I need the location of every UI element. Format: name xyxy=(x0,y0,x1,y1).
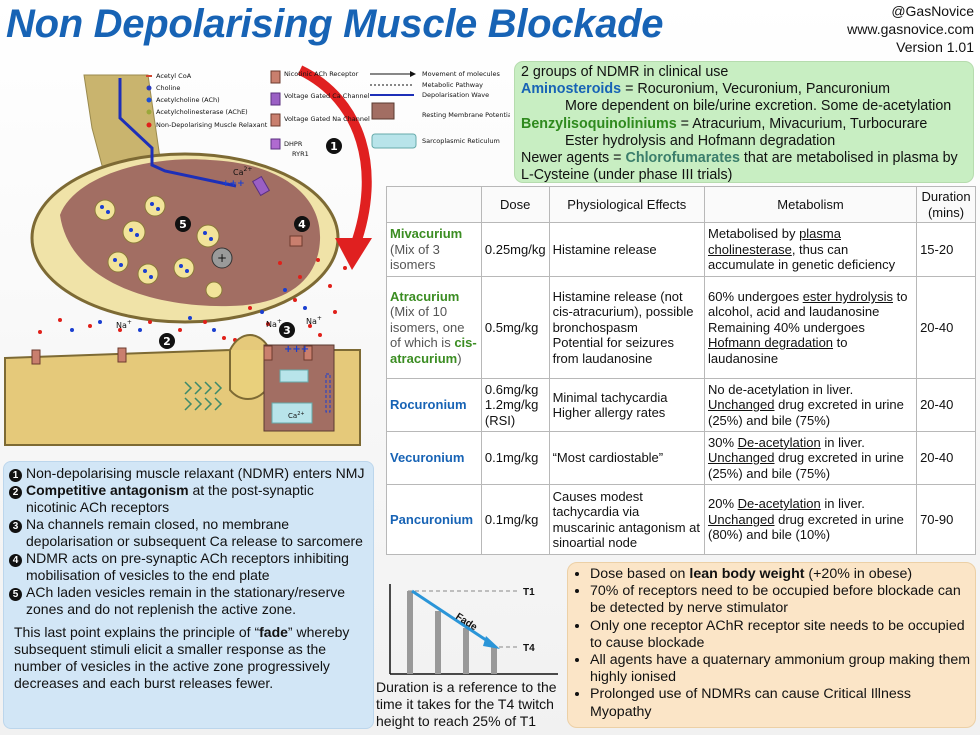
synaptic-vesicles xyxy=(94,195,233,299)
svg-text:DHPR: DHPR xyxy=(284,140,303,148)
ndmr-entry-arrow xyxy=(297,65,372,248)
drug-name: Vecuronium xyxy=(390,450,465,466)
svg-text:RYR1: RYR1 xyxy=(292,150,309,158)
drug-name: Pancuronium xyxy=(390,511,474,527)
svg-text:2: 2 xyxy=(163,335,171,348)
header-metabolism: Metabolism xyxy=(703,186,918,223)
marker-2 xyxy=(159,333,175,349)
list-item: Dose based on lean body weight (+20% in … xyxy=(590,566,971,583)
svg-text:+++: +++ xyxy=(284,344,309,355)
svg-text:3: 3 xyxy=(283,324,291,337)
svg-text:1: 1 xyxy=(330,140,338,153)
table-row: Pancuronium 0.1mg/kg Causes modest tachy… xyxy=(386,484,976,555)
graph-caption: Duration is a reference to the time it t… xyxy=(376,679,557,729)
svg-text:Sarcoplasmic Reticulum: Sarcoplasmic Reticulum xyxy=(422,137,500,145)
axon-conduction-line xyxy=(118,78,237,188)
table-row: Mivacurium(Mix of 3 isomers 0.25mg/kg Hi… xyxy=(386,222,976,277)
sarcoplasmic-reticulum xyxy=(271,402,313,424)
benzylisoquinoliniums-term: Benzylisoquinoliniums xyxy=(521,115,677,132)
svg-text:Resting Membrane Potential: Resting Membrane Potential xyxy=(422,111,510,119)
t4-label: T4 xyxy=(523,643,535,654)
aminosteroids-term: Aminosteroids xyxy=(521,81,622,98)
table-row: Atracurium(Mix of 10 isomers, one of whi… xyxy=(386,276,976,379)
svg-text:Depolarisation Wave: Depolarisation Wave xyxy=(422,91,489,99)
header-effects: Physiological Effects xyxy=(548,186,706,223)
version-label: Version 1.01 xyxy=(896,39,974,55)
marker-3 xyxy=(279,322,295,338)
list-item: 70% of receptors need to be occupied bef… xyxy=(590,583,971,617)
header-duration: Duration (mins) xyxy=(916,186,976,223)
drug-name: Atracurium xyxy=(390,288,460,304)
nmj-diagram: + Ca2+ +++ Na+ Na+ Na+ Ca2+ +++ 1 2 3 4 … xyxy=(4,65,510,446)
chlorofumarates-term: Chlorofumarates xyxy=(625,150,740,167)
list-item: All agents have a quaternary ammonium gr… xyxy=(590,652,971,686)
ndmr-molecules xyxy=(38,258,347,342)
svg-text:Na+: Na+ xyxy=(266,318,282,329)
table-row: Vecuronium 0.1mg/kg “Most cardiostable” … xyxy=(386,431,976,485)
groups-intro: 2 groups of NDMR in clinical use xyxy=(521,64,729,80)
key-points-box: Dose based on lean body weight (+20% in … xyxy=(567,562,976,728)
table-header-row: Dose Physiological Effects Metabolism Du… xyxy=(386,186,976,223)
ndmr-groups-box: 2 groups of NDMR in clinical use Aminost… xyxy=(514,61,974,183)
fade-graph: Fade T1 T4 xyxy=(389,584,558,675)
svg-text:Choline: Choline xyxy=(156,84,180,92)
svg-text:Voltage Gated Ca Channel: Voltage Gated Ca Channel xyxy=(284,92,370,100)
svg-text:4: 4 xyxy=(298,218,306,231)
twitter-handle: @GasNovice xyxy=(891,3,974,19)
page-title: Non Depolarising Muscle Blockade xyxy=(6,2,664,46)
drug-name: Mivacurium xyxy=(390,226,463,242)
t1-label: T1 xyxy=(523,587,535,598)
list-item: Only one receptor AChR receptor site nee… xyxy=(590,618,971,652)
myofibrils xyxy=(184,381,223,411)
svg-text:Acetylcholinesterase (AChE): Acetylcholinesterase (AChE) xyxy=(156,108,248,116)
svg-text:Na+: Na+ xyxy=(306,315,322,326)
svg-text:Na+: Na+ xyxy=(116,319,132,330)
diagram-legend: Acetyl CoA Choline Acetylcholine (ACh) A… xyxy=(146,70,510,158)
twitch-bars xyxy=(407,591,497,674)
marker-1 xyxy=(326,138,342,154)
svg-text:Ca2+: Ca2+ xyxy=(233,166,252,177)
svg-text:Voltage Gated Na Channel: Voltage Gated Na Channel xyxy=(284,115,370,123)
marker-4 xyxy=(294,216,310,232)
depolarisation-charges: +++ xyxy=(222,179,245,189)
svg-text:5: 5 xyxy=(179,218,187,231)
drug-name: Rocuronium xyxy=(390,397,467,413)
svg-text:Metabolic Pathway: Metabolic Pathway xyxy=(422,81,483,89)
website-link[interactable]: www.gasnovice.com xyxy=(847,21,974,37)
svg-text:Non-Depolarising Muscle Relaxa: Non-Depolarising Muscle Relaxant xyxy=(156,121,268,129)
svg-text:Acetyl CoA: Acetyl CoA xyxy=(156,72,192,80)
ca-label: Ca xyxy=(233,168,244,177)
svg-text:Nicotinic ACh Receptor: Nicotinic ACh Receptor xyxy=(284,70,359,78)
svg-text:Acetylcholine (ACh): Acetylcholine (ACh) xyxy=(156,96,220,104)
svg-text:+: + xyxy=(217,251,227,265)
step-5: 5 ACh laden vesicles remain in the stati… xyxy=(9,584,368,618)
list-item: Prolonged use of NDMRs can cause Critica… xyxy=(590,686,971,720)
fade-arrow xyxy=(411,589,493,646)
svg-text:Ca2+: Ca2+ xyxy=(288,411,305,420)
fade-explanation: This last point explains the principle o… xyxy=(14,624,350,691)
na-channels xyxy=(31,345,313,365)
marker-5 xyxy=(175,216,191,232)
svg-text:Movement of molecules: Movement of molecules xyxy=(422,70,500,78)
header-dose: Dose xyxy=(480,186,550,223)
credits: @GasNovice www.gasnovice.com Version 1.0… xyxy=(847,2,974,56)
drug-table: Dose Physiological Effects Metabolism Du… xyxy=(386,186,976,555)
